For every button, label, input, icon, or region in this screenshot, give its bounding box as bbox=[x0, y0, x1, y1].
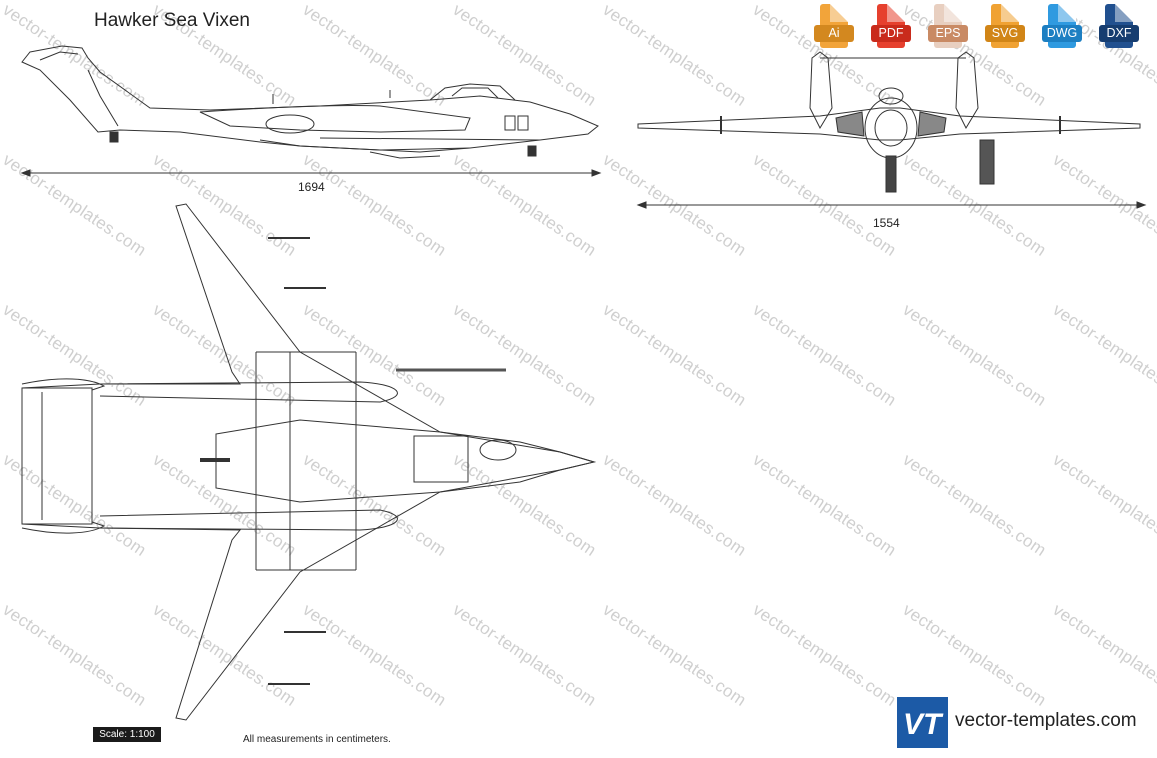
format-pdf-icon[interactable]: PDF bbox=[871, 4, 911, 54]
side-view bbox=[20, 45, 602, 177]
file-corner-shape bbox=[1115, 4, 1133, 22]
format-icons: Ai PDF EPS SVG DWG DXF bbox=[814, 4, 1150, 56]
measurement-note: All measurements in centimeters. bbox=[243, 734, 391, 745]
front-view bbox=[636, 51, 1147, 209]
format-label: SVG bbox=[985, 25, 1025, 42]
format-label: DWG bbox=[1042, 25, 1082, 42]
site-name[interactable]: vector-templates.com bbox=[955, 710, 1137, 731]
file-corner-shape bbox=[1058, 4, 1076, 22]
vt-logo-icon: VT bbox=[897, 697, 948, 748]
top-view bbox=[21, 203, 596, 721]
format-svg-icon[interactable]: SVG bbox=[985, 4, 1025, 54]
format-label: PDF bbox=[871, 25, 911, 42]
side-length-label: 1694 bbox=[298, 180, 325, 194]
format-eps-icon[interactable]: EPS bbox=[928, 4, 968, 54]
format-label: DXF bbox=[1099, 25, 1139, 42]
file-corner-shape bbox=[944, 4, 962, 22]
logo-mark: VT bbox=[903, 708, 944, 741]
file-corner-shape bbox=[830, 4, 848, 22]
file-corner-shape bbox=[887, 4, 905, 22]
page-title: Hawker Sea Vixen bbox=[94, 10, 250, 31]
file-corner-shape bbox=[1001, 4, 1019, 22]
scale-badge: Scale: 1:100 bbox=[93, 727, 161, 742]
format-dwg-icon[interactable]: DWG bbox=[1042, 4, 1082, 54]
format-dxf-icon[interactable]: DXF bbox=[1099, 4, 1139, 54]
format-label: EPS bbox=[928, 25, 968, 42]
format-ai-icon[interactable]: Ai bbox=[814, 4, 854, 54]
format-label: Ai bbox=[814, 25, 854, 42]
front-span-label: 1554 bbox=[873, 216, 900, 230]
